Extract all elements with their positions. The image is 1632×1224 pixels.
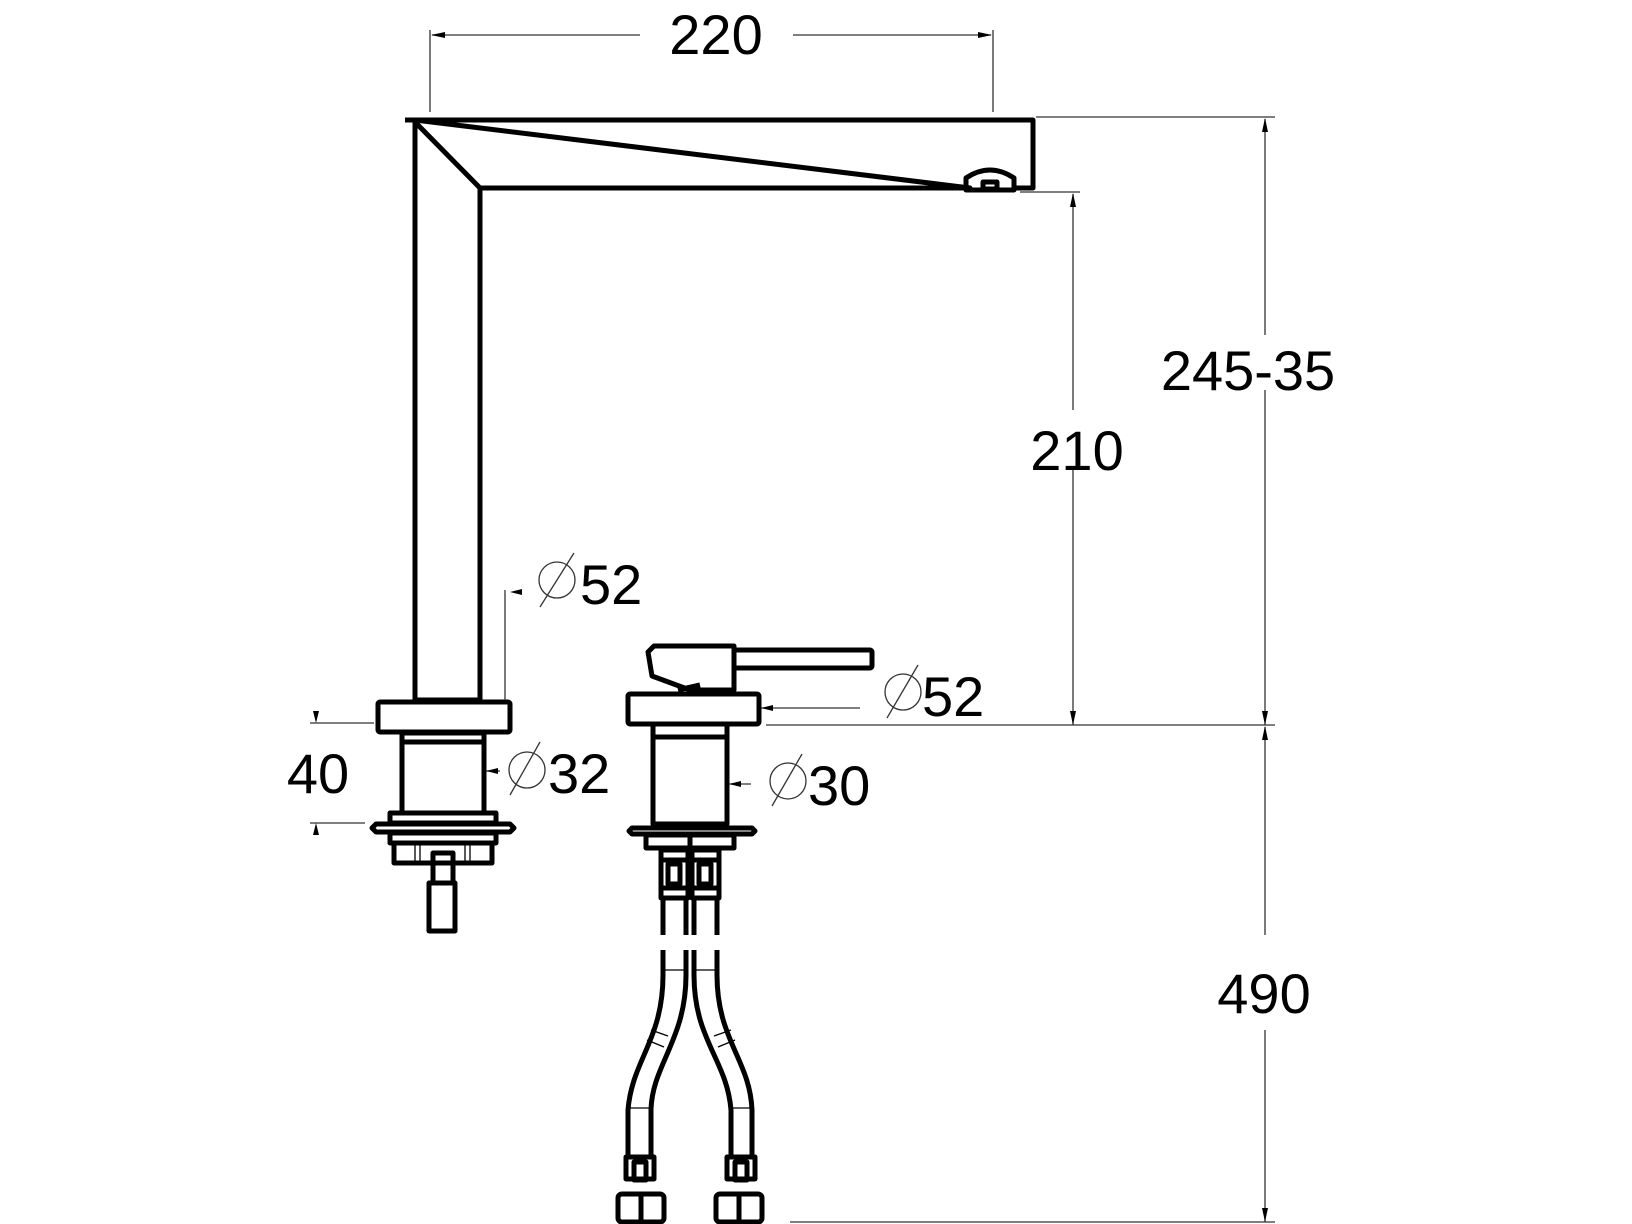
diameter-symbol-icon: [538, 552, 576, 608]
dimension-label-30: 30: [808, 754, 870, 817]
dimension-base-height: 40: [287, 711, 374, 835]
dimension-label-245-35: 245-35: [1161, 339, 1335, 402]
dimension-spout-shank-diameter: 32: [486, 741, 610, 805]
diameter-symbol-icon: [884, 664, 922, 719]
dimension-total-height: 245-35: [1036, 116, 1335, 725]
dimension-label-52-spout: 52: [580, 553, 642, 616]
dimension-outlet-height: 210: [1020, 191, 1124, 725]
dimension-mixer-flange-diameter: 52: [761, 664, 984, 728]
spout-assembly: [369, 117, 1036, 934]
dimension-label-32: 32: [548, 742, 610, 805]
dimension-label-210: 210: [1030, 419, 1123, 482]
dimension-hose-length: 490: [790, 726, 1311, 1223]
dimension-spout-flange-diameter: 52: [504, 552, 642, 700]
dimension-label-220: 220: [669, 3, 762, 66]
dimension-spout-reach: 220: [429, 3, 994, 112]
mixer-assembly: [625, 643, 875, 935]
dimension-label-52-mixer: 52: [922, 665, 984, 728]
dimension-label-490: 490: [1217, 962, 1310, 1025]
dimension-mixer-shank-diameter: 30: [729, 753, 870, 817]
dimension-label-40: 40: [287, 742, 349, 805]
diameter-symbol-icon: [769, 753, 807, 807]
supply-hoses: [615, 950, 765, 1224]
diameter-symbol-icon: [508, 741, 546, 796]
aerator-icon: [963, 167, 1017, 193]
